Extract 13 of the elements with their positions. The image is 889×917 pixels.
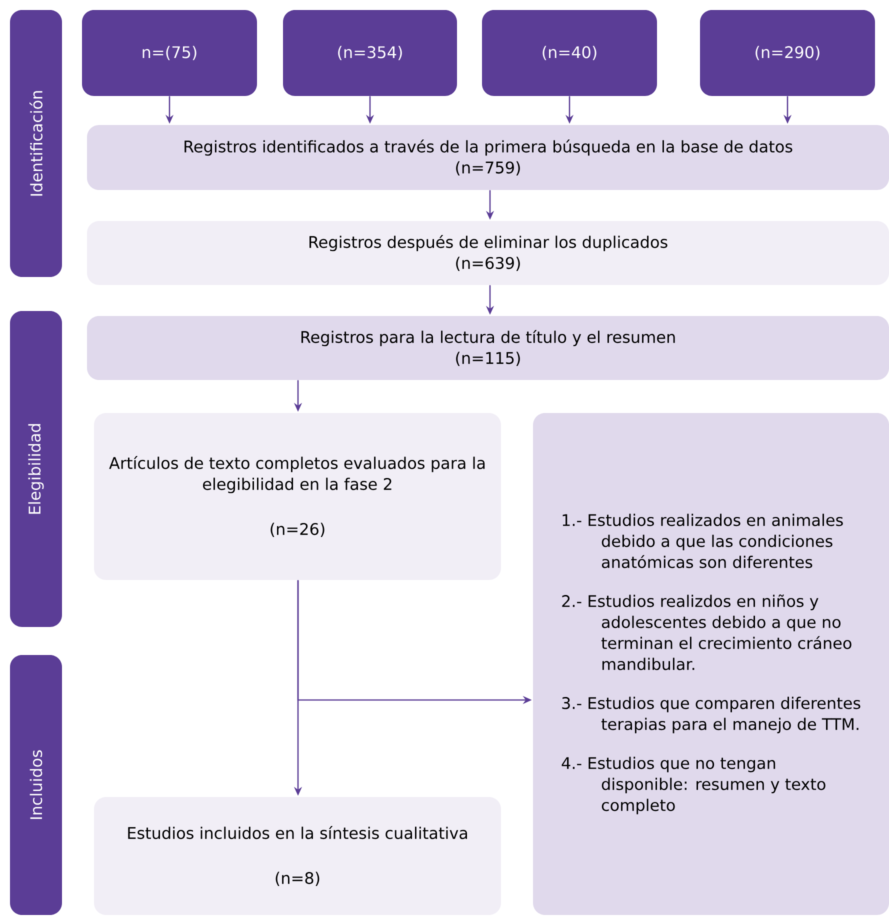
source-box: (n=290) [700, 10, 875, 96]
section-band: Identificación [10, 10, 62, 277]
source-box: (n=354) [283, 10, 457, 96]
source-box: (n=40) [482, 10, 657, 96]
exclusion-box: 1.- Estudios realizados en animales debido a que las condiciones anatómicas son diferentes 2.- Estudios realizdos en niños y adolescentes debido a que no terminan el crecimiento cráneo mandibular. 3.- Estudios que comparen diferentes terapias para el manejo de TTM. 4.- Estudios que no tengan disponible: resumen y texto completo [533, 413, 889, 915]
section-band: Incluidos [10, 655, 62, 915]
process-box: Registros después de eliminar los duplicados (n=639) [87, 221, 889, 285]
process-box: Estudios incluidos en la síntesis cualitativa (n=8) [94, 797, 501, 915]
section-band: Elegibilidad [10, 311, 62, 627]
source-box: n=(75) [82, 10, 257, 96]
process-box: Artículos de texto completos evaluados para la elegibilidad en la fase 2 (n=26) [94, 413, 501, 580]
process-box: Registros para la lectura de título y el resumen (n=115) [87, 316, 889, 380]
process-box: Registros identificados a través de la primera búsqueda en la base de datos (n=759) [87, 125, 889, 190]
